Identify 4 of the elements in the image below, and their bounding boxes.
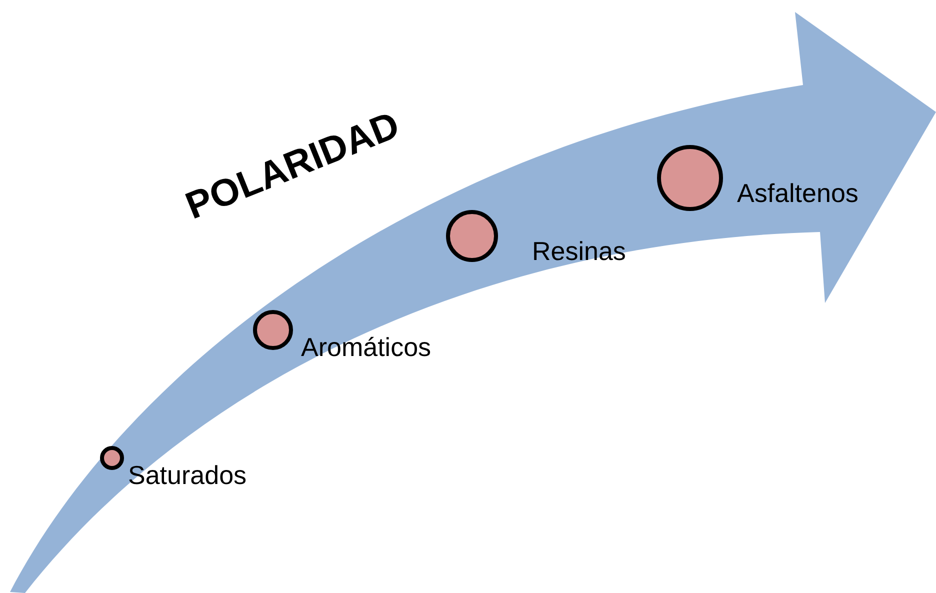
component-label: Resinas xyxy=(532,236,626,267)
component-label: Asfaltenos xyxy=(737,178,858,209)
component-label: Aromáticos xyxy=(301,332,432,363)
component-label: Saturados xyxy=(128,460,247,491)
